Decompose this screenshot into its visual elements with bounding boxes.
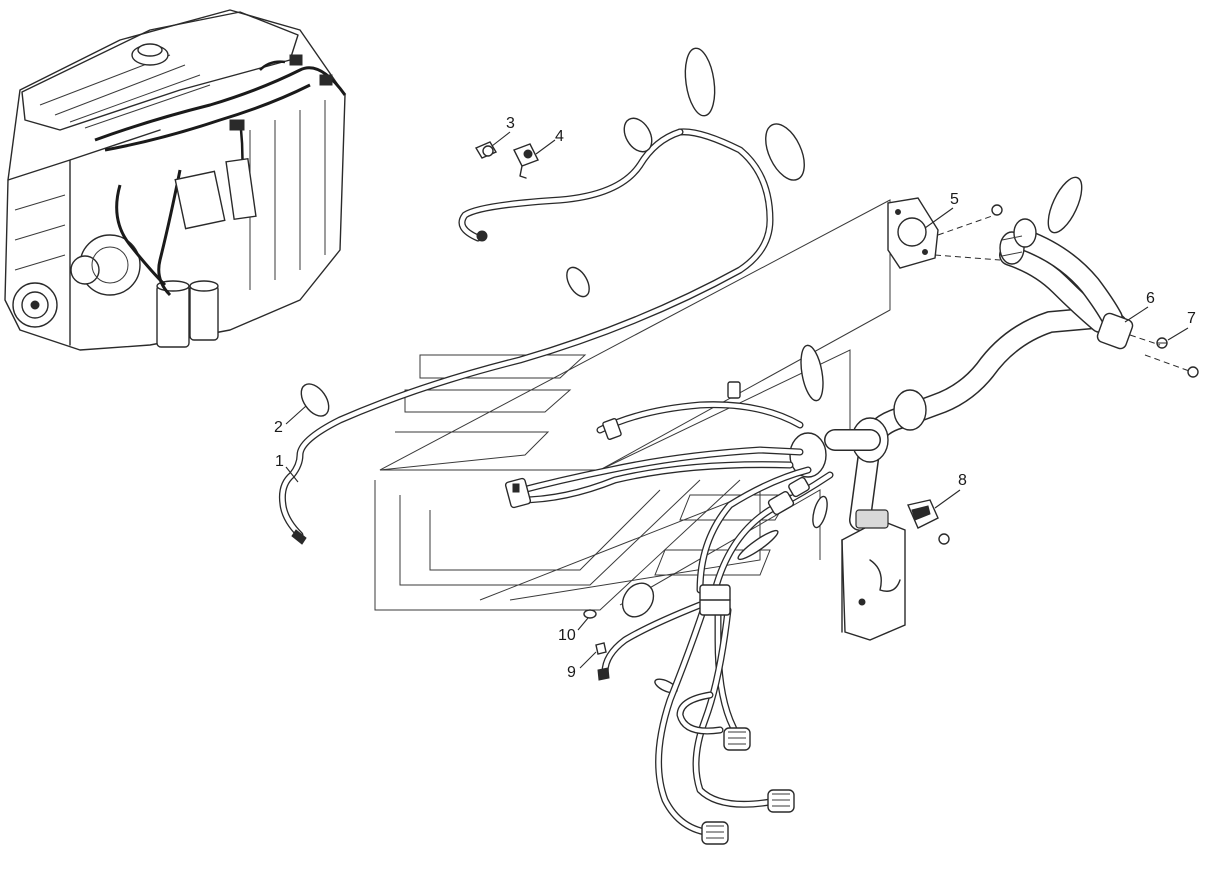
part-6-pipe-assembly xyxy=(789,218,1134,641)
callout-label: 6 xyxy=(1146,290,1155,307)
callout-5: 5 xyxy=(924,191,959,229)
part-3-fitting xyxy=(474,141,498,159)
callout-10: 10 xyxy=(558,617,589,644)
callout-label: 5 xyxy=(950,191,959,208)
part-7-bolt xyxy=(991,204,1199,378)
callout-label: 8 xyxy=(958,472,967,489)
callout-3: 3 xyxy=(491,115,515,147)
part-10-o-ring xyxy=(583,609,597,619)
callout-6: 6 xyxy=(1124,290,1155,323)
callout-2: 2 xyxy=(274,405,307,436)
callout-label: 3 xyxy=(506,115,515,132)
callout-4: 4 xyxy=(535,128,564,155)
callout-label: 2 xyxy=(274,419,283,436)
harness-and-hoses xyxy=(504,381,834,594)
callout-label: 10 xyxy=(558,627,576,644)
part-4-clip xyxy=(513,143,539,179)
part-2-hose-clamp xyxy=(300,383,330,417)
hose-clamps xyxy=(566,47,1083,694)
part-9-fitting xyxy=(595,642,610,681)
engine-block-illustration xyxy=(4,9,347,351)
callout-1: 1 xyxy=(275,453,299,483)
callout-label: 4 xyxy=(555,128,564,145)
part-5-flange xyxy=(887,197,1001,269)
callout-8: 8 xyxy=(934,472,967,509)
callout-label: 7 xyxy=(1187,310,1196,327)
callout-label: 9 xyxy=(567,664,576,681)
part-8-clamp xyxy=(907,499,950,545)
part-1-hose xyxy=(278,128,774,545)
callout-7: 7 xyxy=(1167,310,1196,341)
callout-label: 1 xyxy=(275,453,284,470)
callout-9: 9 xyxy=(567,651,597,681)
lower-harness-branch xyxy=(601,584,795,845)
background-panel-graphic xyxy=(374,199,891,611)
